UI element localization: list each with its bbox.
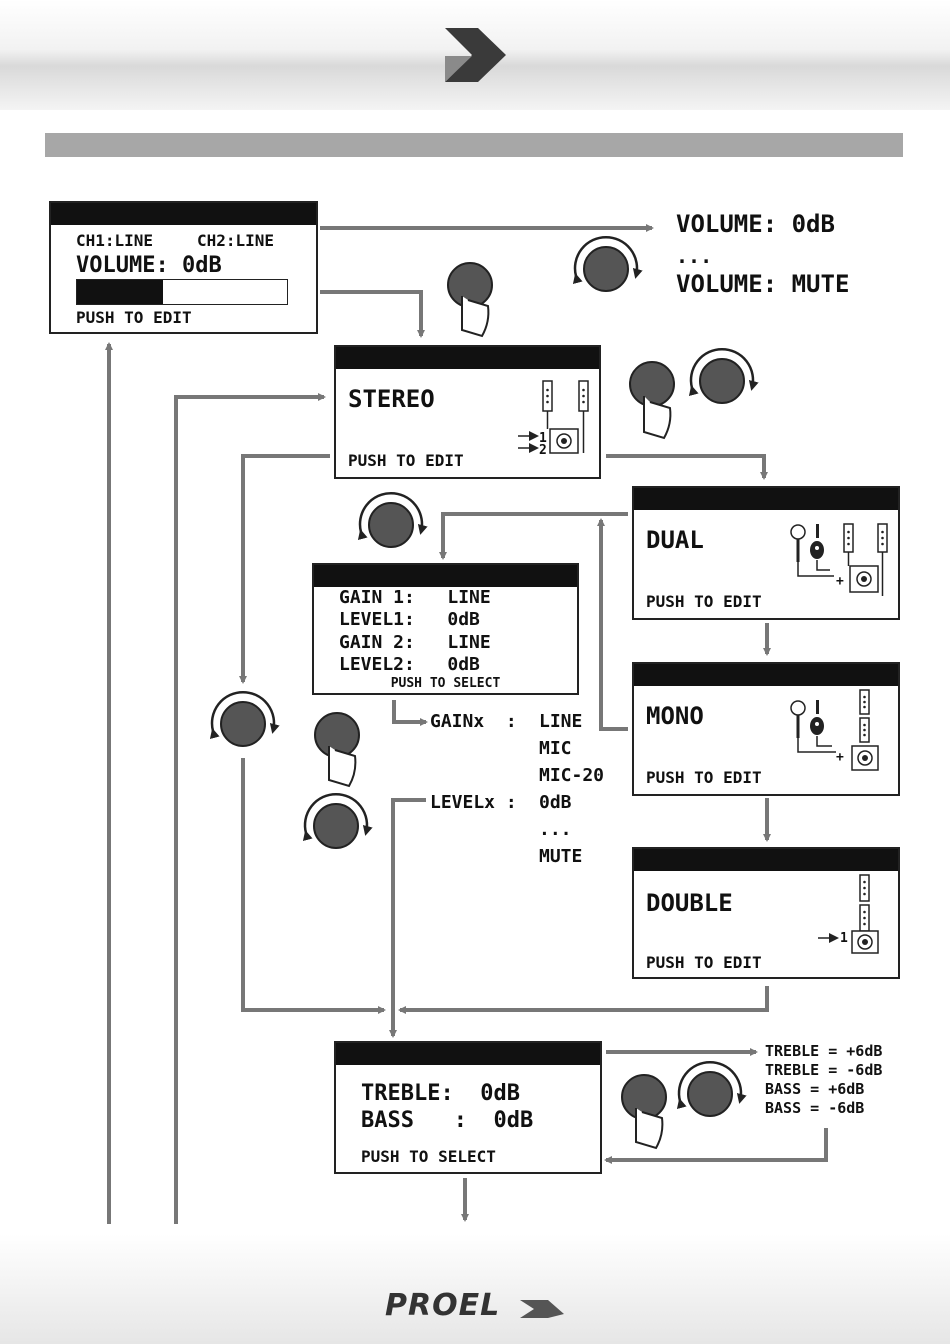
footer-band	[0, 1234, 950, 1344]
ch1-label: CH1:LINE	[76, 231, 154, 250]
push-knob-icon	[447, 262, 493, 338]
main-footer: PUSH TO EDIT	[76, 308, 192, 327]
setup-header: SETUP PAGE 1/9	[634, 664, 898, 728]
header-preset: 1-MUSIC	[189, 248, 257, 267]
gain1-row: GAIN 1: LINE	[339, 587, 491, 608]
volume-max: VOLUME: 0dB	[676, 210, 835, 238]
setup-dual-screen: SETUP PAGE 1/9 DUAL PUSH TO EDIT +	[632, 486, 900, 620]
header-in-level: IN LEVEL	[322, 588, 400, 607]
plus-label: +	[836, 750, 844, 765]
eq-footer: PUSH TO SELECT	[361, 1147, 496, 1166]
section-title-bar	[45, 133, 903, 157]
level-option-ellipsis: ...	[539, 819, 572, 840]
level-option-mute: MUTE	[539, 846, 583, 867]
treble-readout: TREBLE: 0dB	[361, 1081, 520, 1106]
setup-footer: PUSH TO EDIT	[646, 953, 762, 972]
setup-footer: PUSH TO EDIT	[646, 592, 762, 611]
main-screen-header: STEREO 1-MUSIC	[51, 203, 316, 267]
rotate-knob-icon	[357, 492, 428, 548]
mode-name: DOUBLE	[646, 889, 733, 917]
gain-option-line: LINE	[539, 711, 583, 732]
header-page: PAGE 1/8	[462, 392, 540, 411]
in-level-screen: IN LEVEL PAGE 2/9 GAIN 1: LINE LEVEL1: 0…	[312, 563, 579, 695]
in-level-footer: PUSH TO SELECT	[390, 676, 501, 691]
rotate-knob-icon	[572, 236, 643, 292]
header-setup: SETUP	[344, 370, 393, 389]
dual-routing-icon	[790, 523, 888, 596]
header-setup: SETUP	[642, 872, 691, 891]
header-setup: SETUP	[642, 511, 691, 530]
mode-name: STEREO	[348, 385, 435, 413]
volume-ellipsis: ...	[676, 244, 713, 268]
logo-chevron-icon	[520, 1300, 564, 1318]
level-option-0db: 0dB	[539, 792, 572, 813]
rotate-knob-icon	[688, 348, 759, 404]
setup-double-screen: SETUP PAGE 1/8 DOUBLE PUSH TO EDIT 1	[632, 847, 900, 979]
plus-label: +	[836, 574, 844, 589]
setup-footer: PUSH TO EDIT	[646, 768, 762, 787]
main-screen: STEREO 1-MUSIC CH1:LINE CH2:LINE VOLUME:…	[49, 201, 318, 334]
eq-header: EQ PAGE 2/8	[336, 1043, 600, 1107]
in-level-header: IN LEVEL PAGE 2/9	[314, 565, 577, 629]
push-knob-icon	[629, 361, 675, 440]
level2-row: LEVEL2: 0dB	[339, 654, 480, 675]
push-knob-icon	[314, 712, 360, 788]
mono-routing-icon	[790, 689, 879, 771]
setup-header: SETUP PAGE 1/8	[336, 347, 599, 411]
mode-name: DUAL	[646, 526, 704, 554]
eq-option-bass-plus: BASS = +6dB	[765, 1080, 865, 1098]
gain-option-mic: MIC	[539, 738, 572, 759]
input-2-label: 2	[539, 443, 547, 458]
header-page: PAGE 2/9	[438, 610, 516, 629]
rotate-knob-icon	[209, 691, 280, 747]
setup-header: SETUP PAGE 1/8	[634, 849, 898, 913]
gain-option-mic20: MIC-20	[539, 765, 605, 786]
ch2-label: CH2:LINE	[197, 231, 275, 250]
brand-logo: PROEL	[385, 1288, 501, 1323]
volume-readout: VOLUME: 0dB	[76, 253, 222, 278]
setup-header: SETUP PAGE 1/9	[634, 488, 898, 552]
double-routing-icon	[818, 874, 879, 954]
gain2-row: GAIN 2: LINE	[339, 632, 491, 653]
input-1-label: 1	[539, 431, 547, 446]
input-1-label: 1	[840, 931, 848, 946]
volume-bar-fill	[77, 280, 164, 304]
volume-min: VOLUME: MUTE	[676, 270, 850, 298]
gain-options-label: GAINx :	[430, 711, 517, 732]
stereo-routing-icon	[518, 380, 589, 454]
header-page: PAGE 2/8	[456, 1088, 534, 1107]
rotate-knob-icon	[302, 793, 373, 849]
mode-name: MONO	[646, 702, 704, 730]
header-page: PAGE 1/8	[760, 894, 838, 913]
eq-option-treble-minus: TREBLE = -6dB	[765, 1061, 883, 1079]
eq-screen: EQ PAGE 2/8 TREBLE: 0dB BASS : 0dB PUSH …	[334, 1041, 602, 1174]
level1-row: LEVEL1: 0dB	[339, 609, 480, 630]
bass-readout: BASS : 0dB	[361, 1108, 534, 1133]
header-eq: EQ	[344, 1066, 364, 1085]
chevron-icon	[445, 28, 506, 82]
volume-bar	[76, 279, 288, 305]
eq-option-treble-plus: TREBLE = +6dB	[765, 1042, 883, 1060]
setup-mono-screen: SETUP PAGE 1/9 MONO PUSH TO EDIT +	[632, 662, 900, 796]
header-setup: SETUP	[642, 687, 691, 706]
eq-option-bass-minus: BASS = -6dB	[765, 1099, 865, 1117]
level-options-label: LEVELx :	[430, 792, 517, 813]
header-mode: STEREO	[59, 226, 117, 245]
push-knob-icon	[621, 1074, 667, 1150]
rotate-knob-icon	[676, 1061, 747, 1117]
setup-footer: PUSH TO EDIT	[348, 451, 464, 470]
setup-stereo-screen: SETUP PAGE 1/8 STEREO PUSH TO EDIT 1 2	[334, 345, 601, 479]
